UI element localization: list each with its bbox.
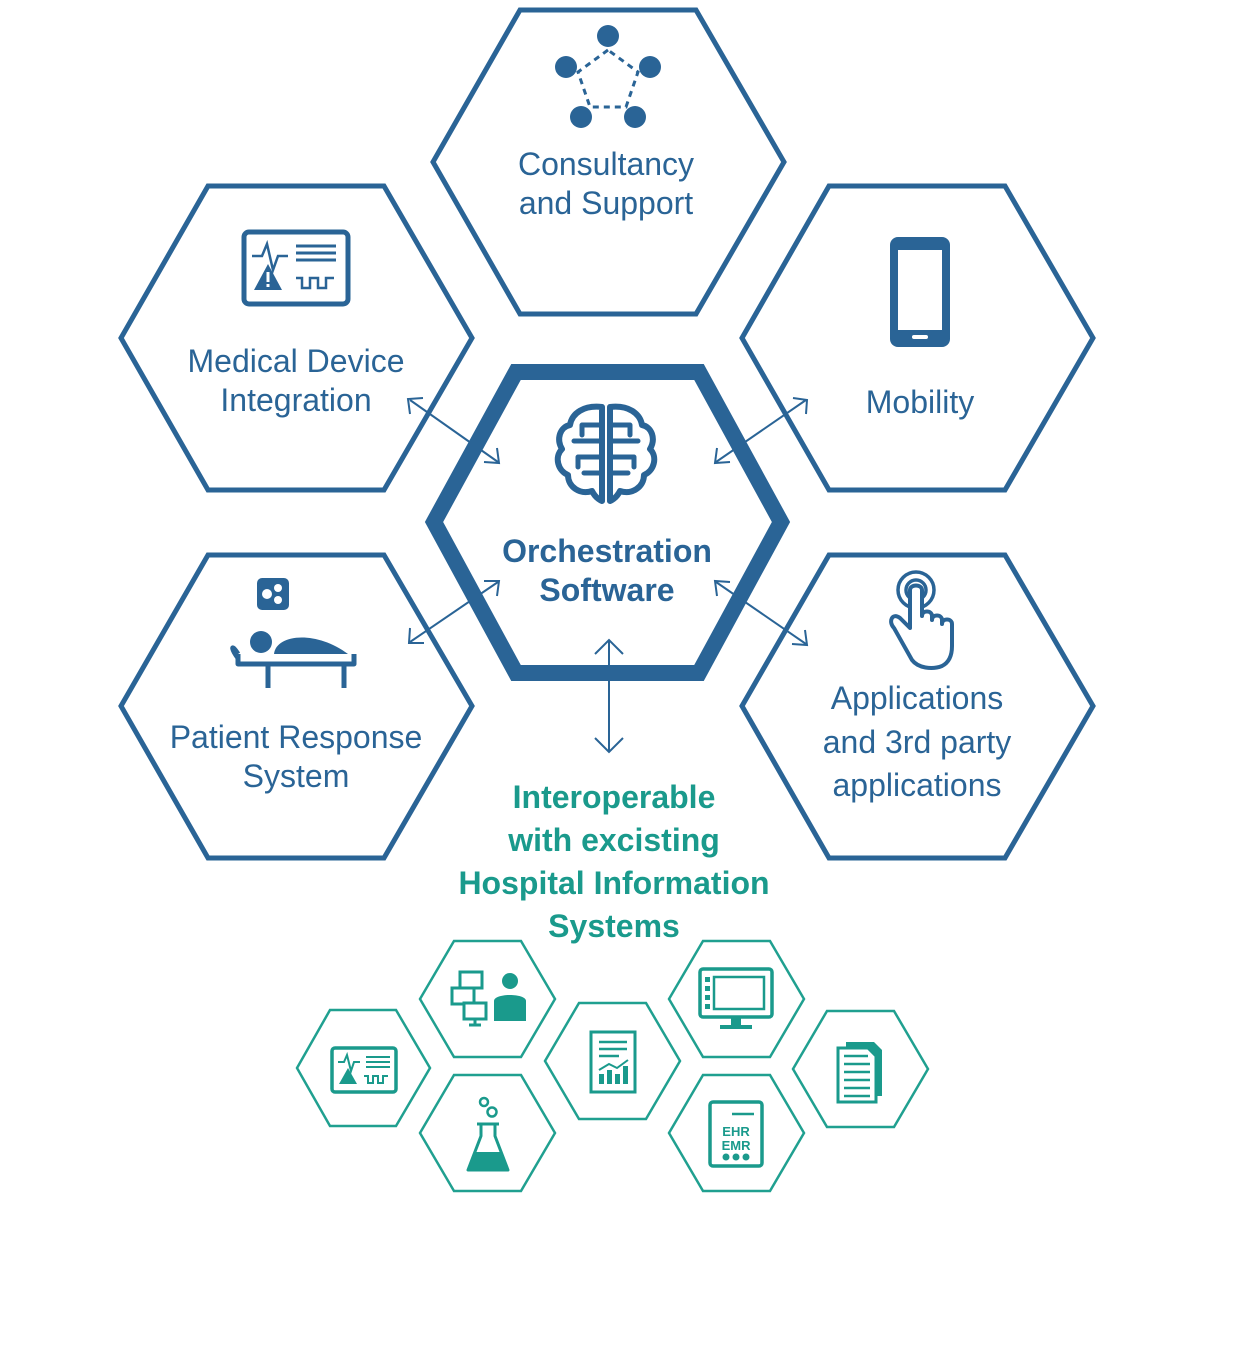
hex-small-monitor (295, 1008, 432, 1128)
team-meeting-icon (555, 25, 661, 128)
display-screen-icon (698, 967, 774, 1029)
mobility-label: Mobility (866, 384, 974, 420)
interop-label-1: Interoperable (513, 779, 716, 815)
arrow-patient-response (407, 580, 501, 644)
hex-applications (739, 552, 1096, 861)
arrow-applications (713, 579, 809, 647)
hex-patient-response (118, 552, 475, 861)
arrow-medical-device (406, 397, 501, 465)
hex-small-documents (791, 1009, 930, 1129)
hex-small-ehr (667, 1073, 806, 1193)
monitor-alarm-icon (330, 1046, 398, 1094)
interop-label-3: Hospital Information (458, 865, 769, 901)
workstations-staff-icon (450, 970, 526, 1027)
consultancy-label-1: Consultancy (518, 146, 694, 182)
hex-center (424, 364, 791, 681)
applications-label-3: applications (833, 767, 1002, 803)
hex-mobility (739, 183, 1096, 493)
consultancy-label-2: and Support (519, 185, 693, 221)
emr-text: EMR (722, 1138, 752, 1153)
hex-consultancy (430, 7, 787, 317)
smartphone-icon (890, 237, 950, 347)
ehr-emr-icon: EHR EMR (708, 1100, 764, 1168)
brain-icon (554, 403, 658, 504)
patient-bed-icon (230, 578, 357, 688)
interop-label-4: Systems (548, 908, 680, 944)
patient-response-label-2: System (243, 758, 350, 794)
medical-device-label-1: Medical Device (188, 343, 405, 379)
applications-label-2: and 3rd party (823, 724, 1012, 760)
monitor-alarm-icon (241, 229, 351, 307)
hex-small-workstations (418, 939, 557, 1059)
hex-small-lab (418, 1073, 557, 1193)
interop-label-2: with excisting (507, 822, 720, 858)
hex-medical-device (118, 183, 475, 493)
hex-small-report (543, 1001, 682, 1121)
arrow-mobility (713, 397, 809, 465)
center-label-2: Software (539, 572, 674, 608)
report-chart-icon (589, 1030, 637, 1094)
documents-icon (836, 1042, 882, 1104)
center-label-1: Orchestration (502, 533, 712, 569)
lab-flask-icon (466, 1096, 510, 1172)
ehr-text: EHR (722, 1124, 750, 1139)
applications-label-1: Applications (831, 680, 1004, 716)
patient-response-label-1: Patient Response (170, 719, 423, 755)
medical-device-label-2: Integration (220, 382, 371, 418)
hex-small-display (667, 939, 806, 1059)
arrow-interop (594, 638, 624, 754)
touch-hand-icon (889, 570, 954, 670)
